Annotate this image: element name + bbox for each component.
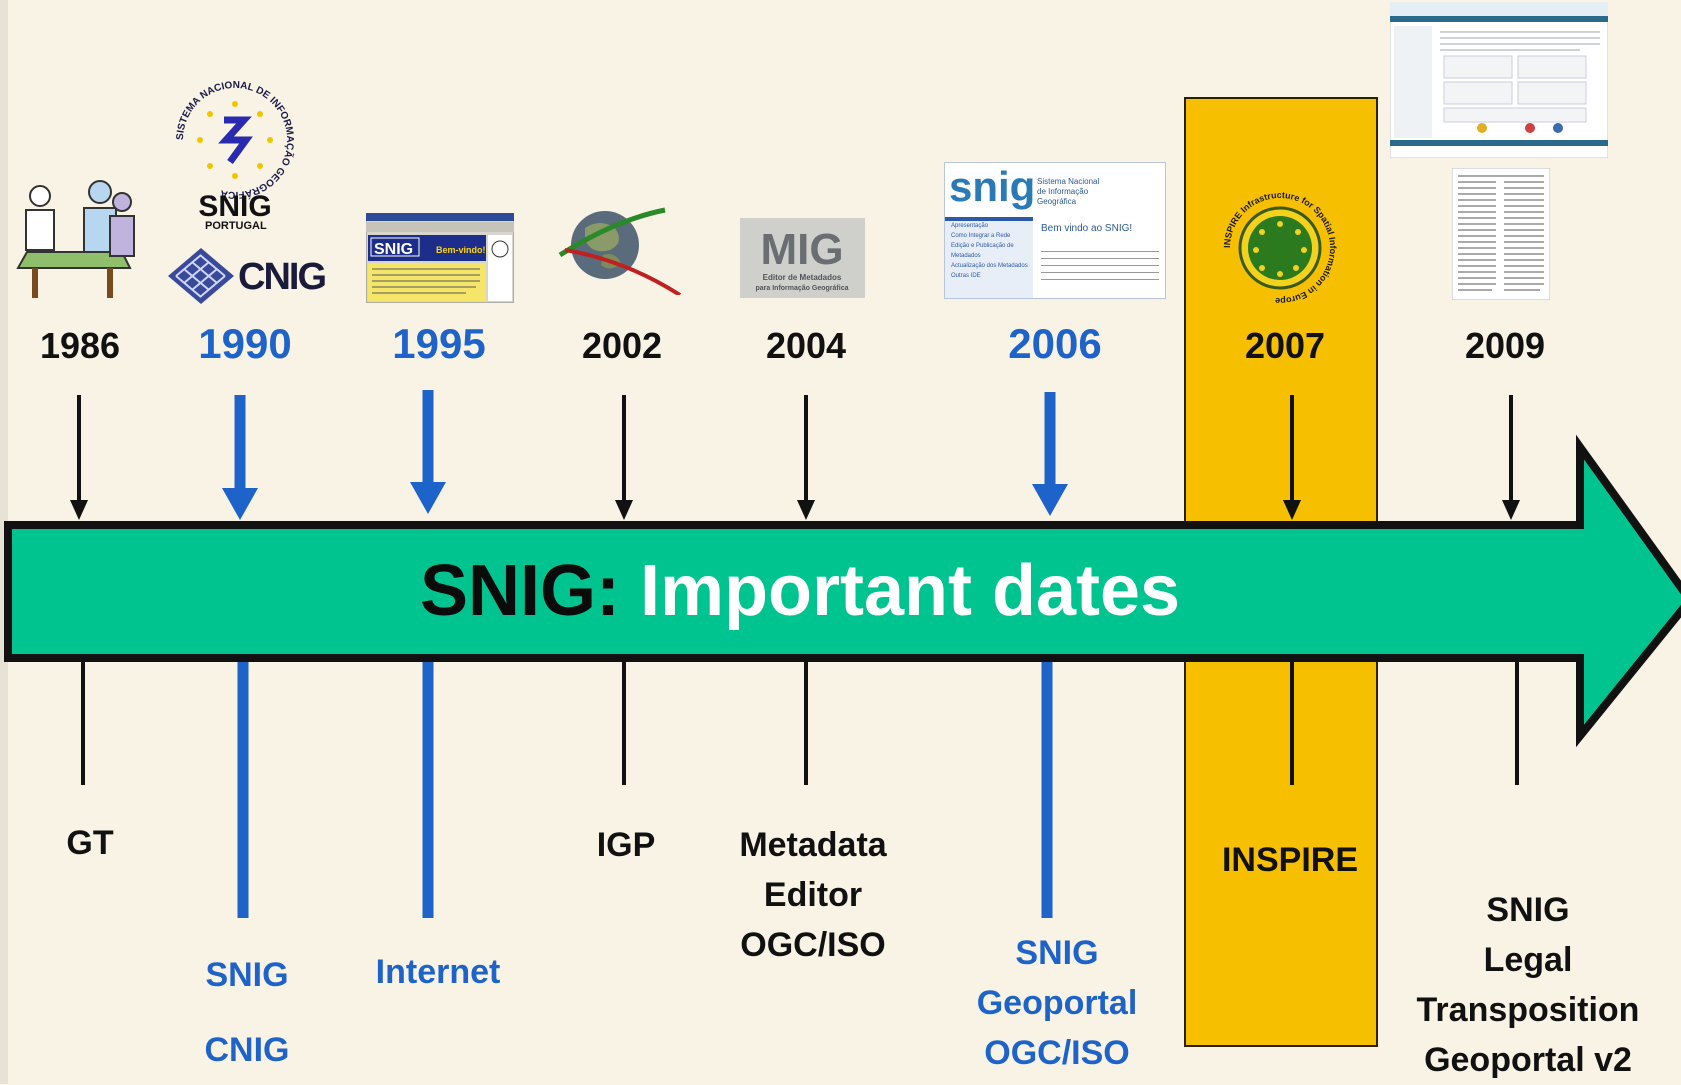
label-metadata-editor: Metadata Editor OGC/ISO: [739, 820, 886, 970]
snig-1995-screen-title: SNIG: [374, 241, 413, 258]
year-2002: 2002: [581, 325, 663, 366]
snig-2006-menu-item: Actualização dos Metadados: [951, 263, 1028, 269]
snig-2006-name-2: de Informação: [1037, 187, 1089, 196]
snig-2006-name-1: Sistema Nacional: [1037, 177, 1100, 186]
inspire-logo-icon: INSPIRE Infrastructure for Spatial Infor…: [1222, 190, 1338, 306]
snig-2006-menu-item: Como Integrar a Rede: [951, 233, 1011, 239]
snig-2006-menu-item: Outras IDE: [951, 273, 981, 279]
globe-icon: [558, 207, 682, 295]
snig-emblem-name: SNIG: [198, 190, 271, 223]
snig-2006-logo: snig: [949, 163, 1036, 210]
label-igp: IGP: [596, 826, 656, 864]
snig-1995-banner: Bem-vindo!: [436, 245, 486, 255]
snig-website-1995-icon: SNIG Bem-vindo!: [366, 213, 514, 303]
mig-title: MIG: [760, 225, 843, 274]
label-metadata-line: OGC/ISO: [740, 926, 886, 964]
label-inspire: INSPIRE: [1221, 841, 1359, 879]
lower-connectors: [81, 662, 1519, 918]
year-2006: 2006: [1008, 320, 1102, 367]
label-snig-2009-line: SNIG: [1486, 891, 1570, 929]
year-2007: 2007: [1244, 325, 1326, 366]
label-snig-1990: SNIG: [205, 956, 289, 994]
label-cnig-1990: CNIG: [204, 1031, 290, 1069]
label-metadata-line: Editor: [763, 876, 863, 914]
year-2004: 2004: [765, 325, 847, 366]
timeline-title-prefix: SNIG:: [420, 551, 621, 631]
label-snig-2009-line: Transposition: [1416, 991, 1640, 1029]
label-snig-2009-line: Geoportal v2: [1424, 1041, 1632, 1079]
label-snig-2006-line: Geoportal: [976, 984, 1138, 1022]
timeline-title: SNIG: Important dates: [420, 550, 1180, 632]
mig-subtitle-2: para Informação Geográfica: [756, 285, 849, 292]
label-snig-2009: SNIG Legal Transposition Geoportal v2: [1417, 885, 1640, 1085]
snig-2006-welcome: Bem vindo ao SNIG!: [1041, 223, 1133, 234]
snig-2006-menu-item: Edição e Publicação de Metadados: [951, 243, 1014, 259]
cnig-logo-text: CNIG: [238, 256, 327, 298]
legal-document-icon: [1452, 168, 1550, 300]
timeline-title-text: Important dates: [640, 551, 1181, 631]
mig-subtitle-1: Editor de Metadados: [763, 273, 842, 282]
label-internet: Internet: [375, 953, 501, 991]
cnig-logo-icon: [168, 248, 234, 304]
year-1990: 1990: [198, 320, 292, 367]
snig-2006-menu-item: Apresentação: [951, 223, 989, 229]
label-snig-2006-line: SNIG: [1015, 934, 1099, 972]
timeline-arrow-shape: [4, 434, 1681, 748]
label-metadata-line: Metadata: [739, 826, 887, 864]
people-at-table-icon: [16, 180, 135, 298]
year-2009: 2009: [1464, 325, 1546, 366]
snig-website-2006-icon: snig Sistema Nacional de Informação Geog…: [944, 162, 1166, 299]
label-snig-2006-line: OGC/ISO: [984, 1034, 1130, 1072]
label-gt: GT: [66, 824, 114, 862]
year-1995: 1995: [392, 320, 486, 367]
upper-connectors: [70, 390, 1520, 520]
snig-emblem-country: PORTUGAL: [205, 220, 267, 232]
mig-logo-icon: MIG Editor de Metadados para Informação …: [740, 218, 865, 298]
label-snig-2009-line: Legal: [1483, 941, 1573, 979]
year-1986: 1986: [39, 325, 121, 366]
label-snig-geoportal-2006: SNIG Geoportal OGC/ISO: [977, 928, 1138, 1078]
snig-2006-name-3: Geográfica: [1037, 197, 1077, 206]
snig-geoportal-2009-icon: [1390, 2, 1608, 158]
snig-emblem-icon: SISTEMA NACIONAL DE INFORMAÇÃO GEOGRÁFIC…: [175, 80, 296, 223]
